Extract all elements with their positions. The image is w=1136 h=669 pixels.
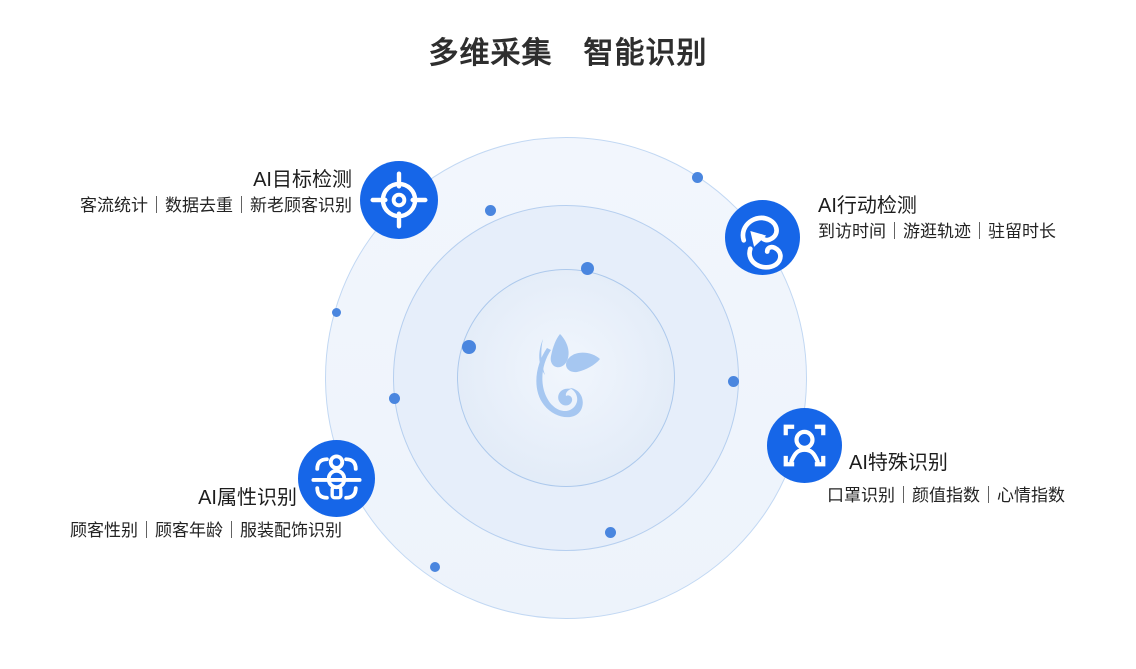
crosshair-target-icon	[360, 161, 438, 239]
feature-special-recognition-title: AI特殊识别	[849, 452, 948, 474]
decor-dot	[581, 262, 594, 275]
decor-dot	[728, 376, 739, 387]
inner-ring	[457, 269, 675, 487]
decor-dot	[462, 340, 476, 354]
winding-route-arrow-icon	[725, 200, 800, 275]
decor-dot	[332, 308, 341, 317]
middle-ring	[393, 205, 739, 551]
feature-attribute-recognition-subtitle: 顾客性别｜顾客年龄｜服装配饰识别	[70, 521, 342, 540]
person-scan-icon	[298, 440, 375, 517]
face-scan-icon	[767, 408, 842, 483]
decor-dot	[692, 172, 703, 183]
feature-action-detection-subtitle: 到访时间｜游逛轨迹｜驻留时长	[818, 222, 1056, 241]
decor-dot	[605, 527, 616, 538]
phoenix-logo-icon	[536, 334, 600, 418]
feature-target-detection-subtitle: 客流统计｜数据去重｜新老顾客识别	[80, 196, 352, 215]
decor-dot	[389, 393, 400, 404]
phoenix-bird-logo	[529, 332, 604, 424]
feature-special-recognition-subtitle: 口罩识别｜颜值指数｜心情指数	[827, 486, 1065, 505]
page-title: 多维采集 智能识别	[428, 37, 708, 70]
decor-dot	[485, 205, 496, 216]
feature-attribute-recognition-title: AI属性识别	[198, 487, 297, 509]
feature-target-detection-title: AI目标检测	[253, 169, 352, 191]
decor-dot	[430, 562, 440, 572]
outer-ring	[325, 137, 807, 619]
feature-action-detection-title: AI行动检测	[818, 195, 917, 217]
